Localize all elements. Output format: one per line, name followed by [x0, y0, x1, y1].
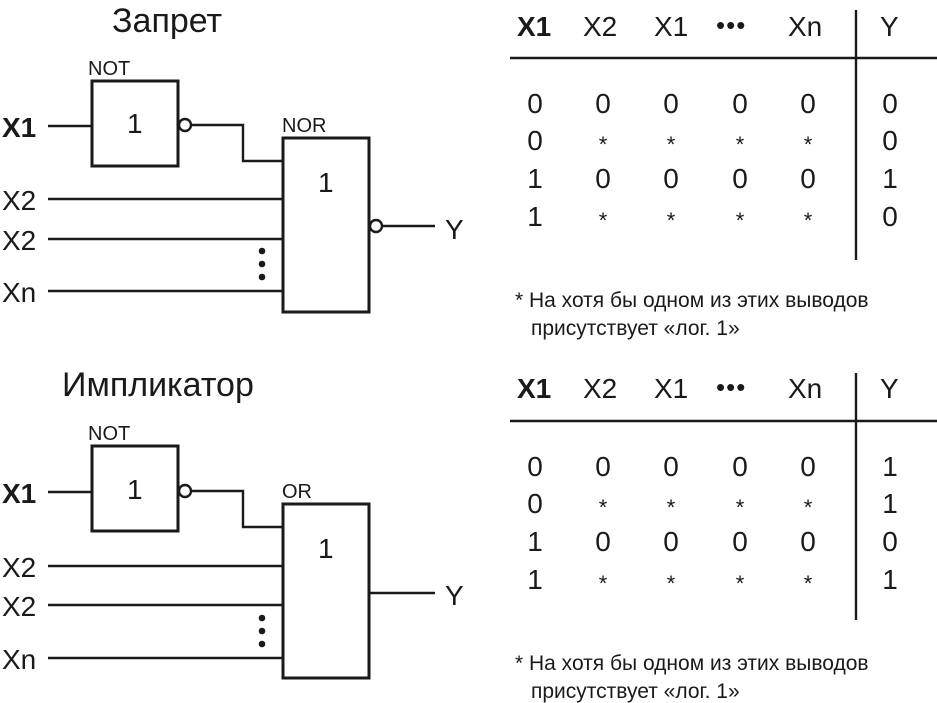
wire-not-to-nor-1	[191, 123, 283, 163]
nor-gate-1-inversion-bubble	[368, 218, 384, 234]
input-2-x1: X1	[2, 478, 36, 509]
table-1-cell: 0	[732, 163, 748, 194]
or-gate-2	[281, 502, 371, 680]
table-1-cell: 0	[800, 88, 816, 119]
not-gate-2-label: NOT	[88, 423, 130, 445]
not-gate-1-symbol: 1	[127, 108, 143, 139]
input-2-x2a: X2	[2, 552, 36, 583]
main-gate-2-symbol: 1	[318, 533, 334, 564]
table-2-cell: 0	[732, 451, 748, 482]
table-2-cell: 0	[595, 526, 611, 557]
table-2-header-x1: X1	[517, 373, 551, 404]
not-gate-1-inversion-bubble	[177, 117, 193, 133]
table-1-cell: *	[599, 132, 608, 157]
table-2-cell: 0	[595, 451, 611, 482]
table-2-footnote-line2: присутствует «лог. 1»	[531, 680, 740, 703]
main-gate-1-label: NOR	[282, 115, 326, 137]
table-2-cell: 1	[527, 564, 543, 595]
table-1-footnote-line1: * На хотя бы одном из этих выводов	[515, 289, 869, 312]
table-1-cell: 0	[527, 125, 543, 156]
table-2-header-x1b: X1	[654, 373, 688, 404]
table-2-cell: 0	[527, 451, 543, 482]
table-2-header-xn: Xn	[788, 373, 822, 404]
nor-gate-1	[281, 136, 371, 314]
input-1-x2b: X2	[2, 225, 36, 256]
table-1-body: 0 0 0 0 0 0 0 * * * * 0 1 0 0 0 0 1 1 * …	[527, 88, 898, 233]
main-gate-2-label: OR	[282, 481, 312, 503]
output-1-y: Y	[445, 214, 464, 245]
table-1-cell: *	[736, 208, 745, 233]
table-2-body: 0 0 0 0 0 1 0 * * * * 1 1 0 0 0 0 0 1 * …	[527, 451, 898, 596]
table-2-cell: *	[667, 495, 676, 520]
table-2-cell: 1	[882, 451, 898, 482]
section-1-title: Запрет	[112, 2, 222, 40]
table-1-footnote-line2: присутствует «лог. 1»	[531, 317, 740, 340]
table-2-cell: 1	[882, 564, 898, 595]
table-2-cell: *	[667, 571, 676, 596]
table-2-cell: 0	[732, 526, 748, 557]
table-2-footnote-line1: * На хотя бы одном из этих выводов	[515, 652, 869, 675]
section-implicator-circuit	[48, 373, 937, 680]
ellipsis-dots-1	[258, 247, 266, 281]
table-1-cell: 1	[882, 163, 898, 194]
table-1-cell: *	[804, 132, 813, 157]
ellipsis-dots-2	[258, 614, 266, 648]
table-1-cell: 0	[595, 163, 611, 194]
not-gate-2-inversion-bubble	[177, 483, 193, 499]
section-zapret-circuit	[48, 10, 937, 314]
input-1-x1: X1	[2, 112, 36, 143]
table-1-cell: 1	[527, 201, 543, 232]
table-1-header-y: Y	[880, 11, 899, 42]
table-2-cell: 0	[800, 526, 816, 557]
table-2-header-ellipsis: •••	[716, 372, 746, 402]
table-2-header-x2: X2	[583, 373, 617, 404]
table-1-header-x1b: X1	[654, 11, 688, 42]
table-2-cell: *	[736, 571, 745, 596]
table-1-cell: 0	[882, 88, 898, 119]
not-gate-2-symbol: 1	[127, 474, 143, 505]
table-2-cell: *	[804, 571, 813, 596]
section-2-title: Импликатор	[62, 366, 254, 404]
table-2-cell: 0	[527, 488, 543, 519]
wire-not-to-or-2	[191, 489, 283, 529]
table-1-cell: 0	[732, 88, 748, 119]
table-1-header-x2: X2	[583, 11, 617, 42]
table-1-cell: *	[667, 132, 676, 157]
input-1-x2a: X2	[2, 185, 36, 216]
not-gate-2	[90, 444, 180, 533]
table-2-cell: 1	[882, 488, 898, 519]
input-2-x2b: X2	[2, 591, 36, 622]
table-2-cell: 0	[800, 451, 816, 482]
table-2-cell: 0	[663, 451, 679, 482]
table-1-cell: *	[599, 208, 608, 233]
table-1-cell: *	[804, 208, 813, 233]
output-2-y: Y	[445, 580, 464, 611]
table-1-header-x1: X1	[517, 11, 551, 42]
table-2-cell: 0	[882, 526, 898, 557]
table-1-cell: 0	[595, 88, 611, 119]
table-1-header-ellipsis: •••	[716, 10, 746, 40]
table-2-cell: 0	[663, 526, 679, 557]
table-1-cell: 0	[882, 201, 898, 232]
table-1-cell: *	[736, 132, 745, 157]
input-1-xn: Xn	[2, 277, 36, 308]
table-2-cell: *	[736, 495, 745, 520]
table-1-cell: 0	[663, 163, 679, 194]
table-1-cell: *	[667, 208, 676, 233]
table-2-header-y: Y	[880, 373, 899, 404]
table-1-cell: 0	[663, 88, 679, 119]
table-2-cell: *	[599, 571, 608, 596]
input-2-xn: Xn	[2, 644, 36, 675]
main-gate-1-symbol: 1	[318, 167, 334, 198]
table-2-cell: *	[804, 495, 813, 520]
table-1-header-xn: Xn	[788, 11, 822, 42]
table-2-cell: *	[599, 495, 608, 520]
table-1-cell: 0	[882, 125, 898, 156]
table-1-cell: 1	[527, 163, 543, 194]
table-1-cell: 0	[800, 163, 816, 194]
table-1-cell: 0	[527, 88, 543, 119]
not-gate-1-label: NOT	[88, 58, 130, 80]
table-2-cell: 1	[527, 526, 543, 557]
